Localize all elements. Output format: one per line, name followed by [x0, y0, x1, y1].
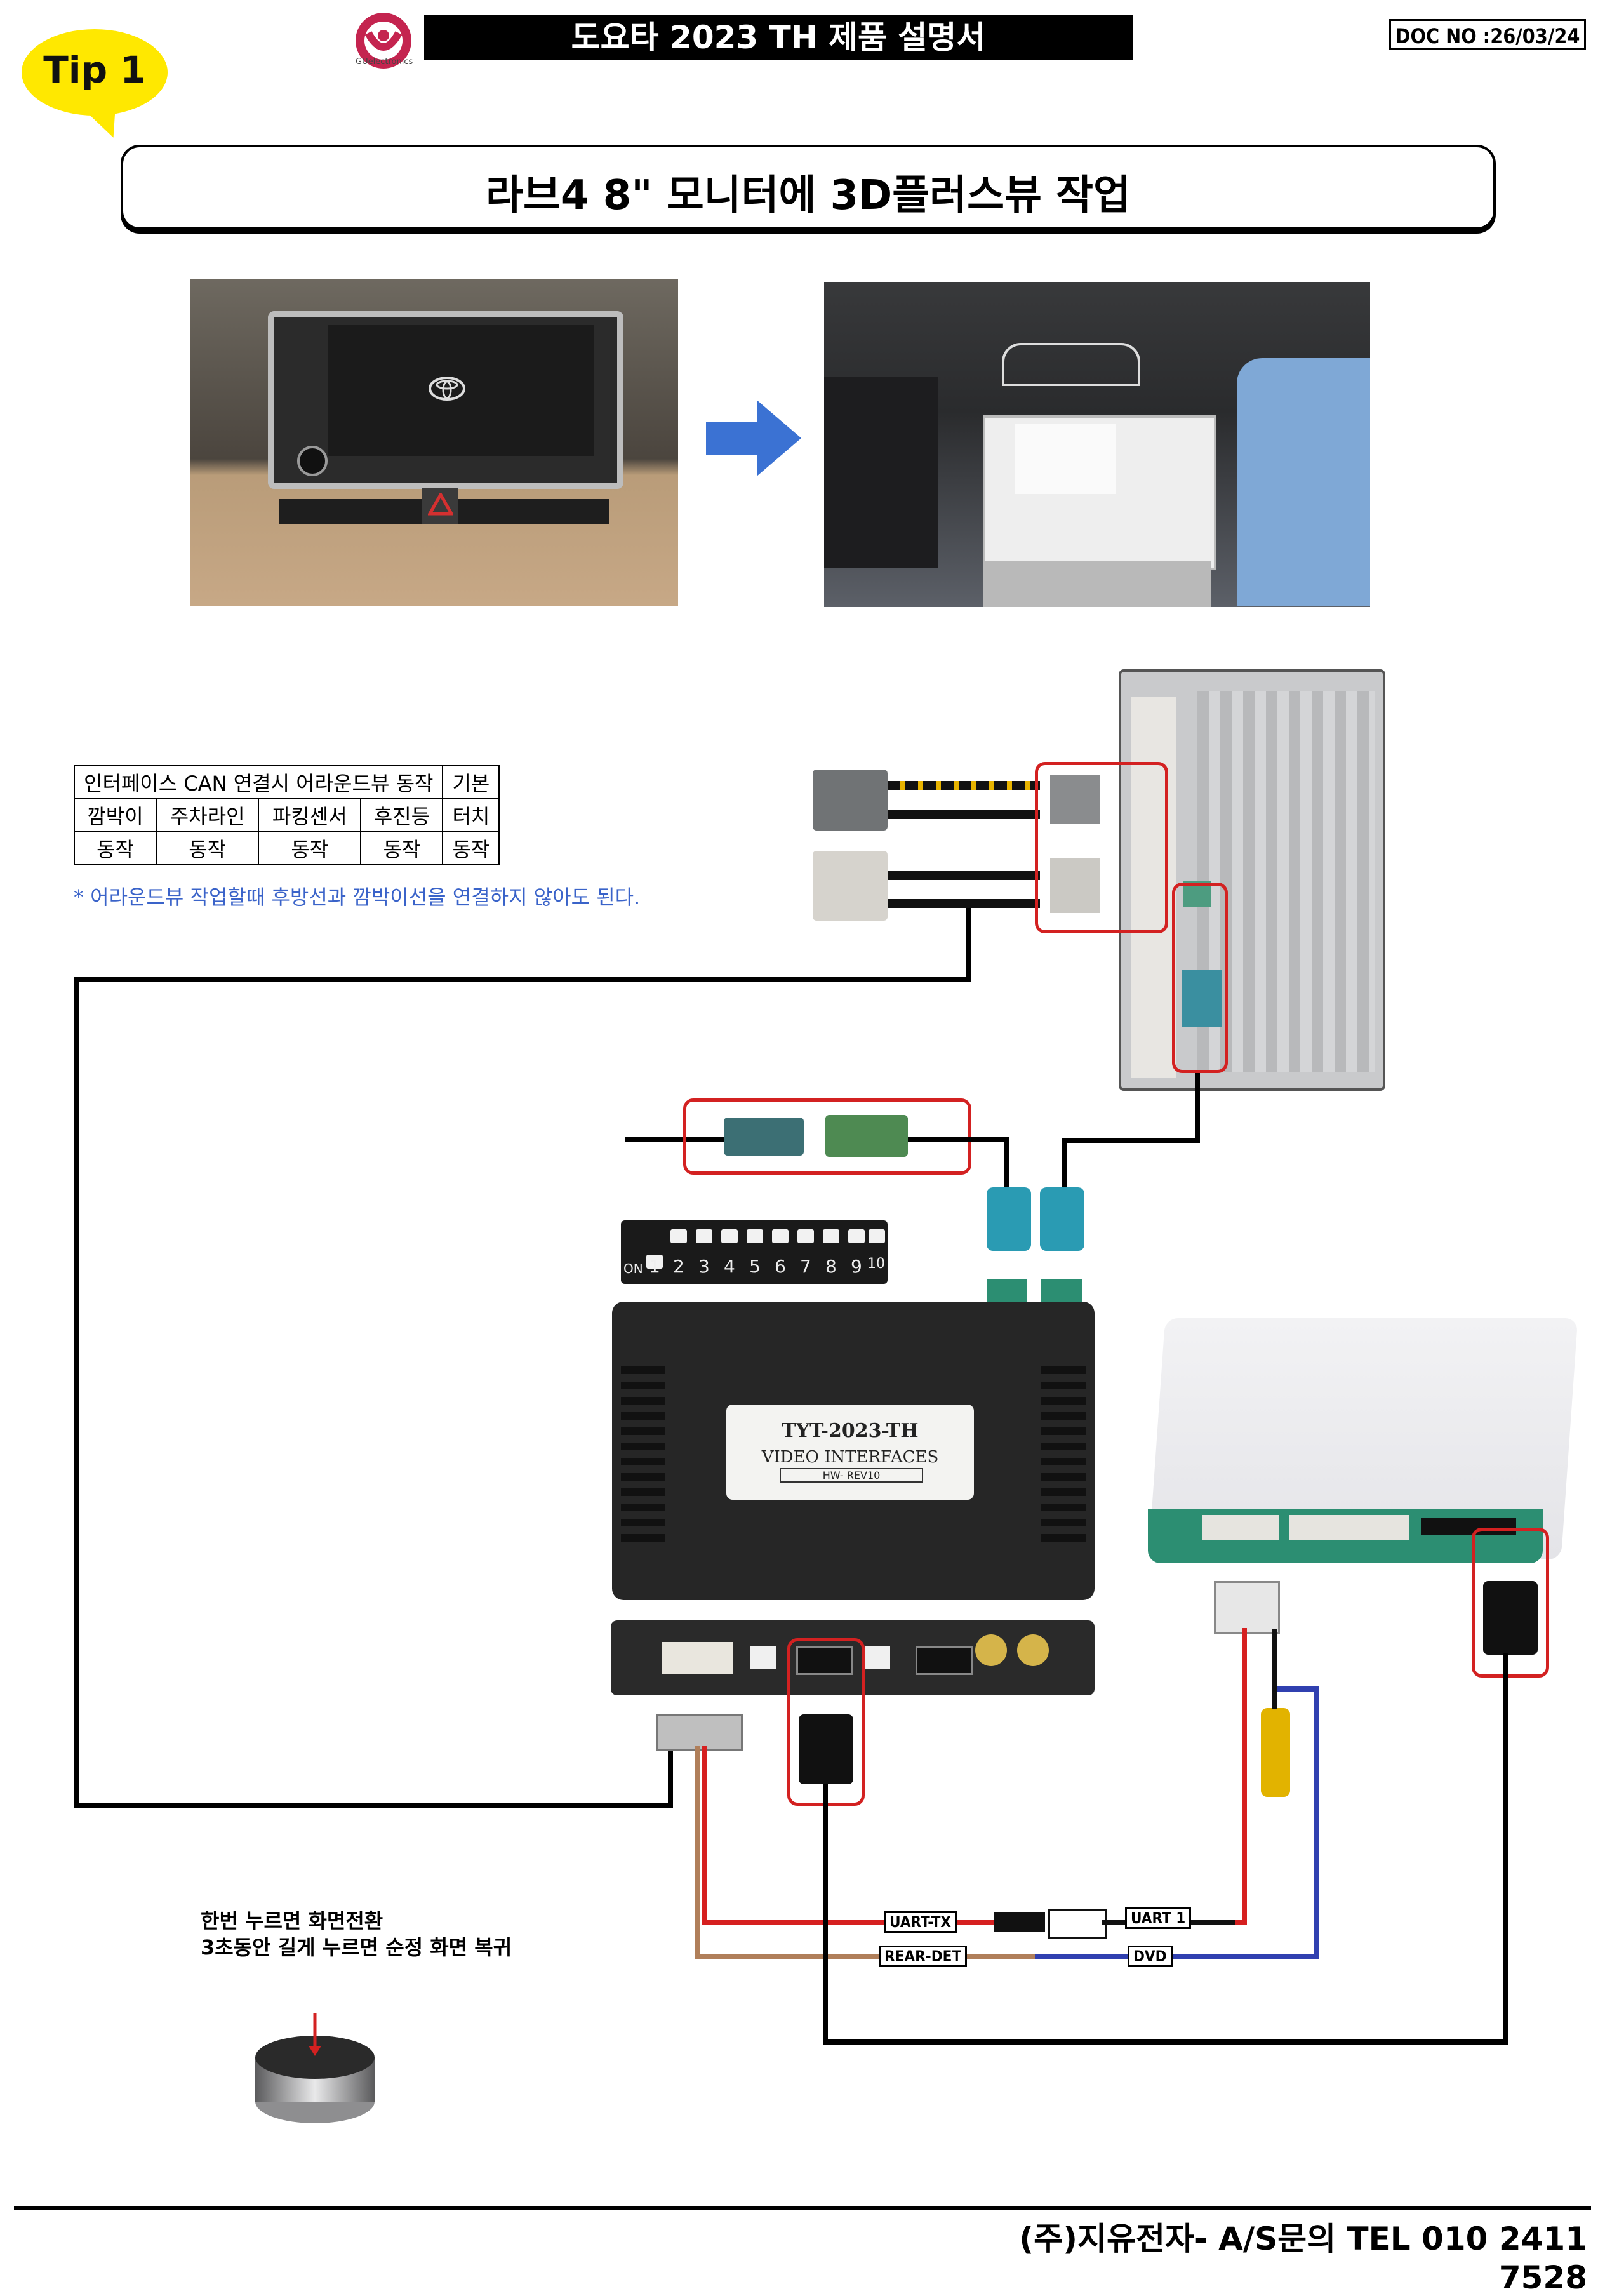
table-cell: 동작: [442, 831, 500, 865]
push-button-icon[interactable]: [251, 2013, 378, 2127]
camera-module-ports: [1148, 1509, 1543, 1563]
button-instruction-line1: 한번 누르면 화면전환: [201, 1909, 383, 1933]
button-instruction-line2: 3초동안 길게 누르면 순정 화면 복귀: [201, 1935, 512, 1959]
harness-plug-gray: [813, 770, 888, 831]
interface-revision: HW- REV10: [780, 1468, 923, 1483]
uart-plug-right: [1048, 1909, 1107, 1939]
dip-on-label: ON: [623, 1261, 643, 1276]
interface-model: TYT-2023-TH: [782, 1420, 919, 1442]
table-cell: 동작: [156, 831, 260, 865]
uart-plug-left: [994, 1912, 1045, 1932]
label-uart-tx: UART-TX: [884, 1911, 957, 1933]
footer-contact: (주)지유전자- A/S문의 TEL 010 2411 7528: [1019, 2220, 1587, 2296]
button-instructions: 한번 누르면 화면전환 3초동안 길게 누르면 순정 화면 복귀: [201, 1907, 512, 1961]
fakra-connector-2: [1040, 1187, 1084, 1251]
arrow-right-icon: [706, 400, 801, 476]
label-uart-1: UART 1: [1125, 1907, 1192, 1929]
table-cell: 동작: [73, 831, 157, 865]
table-cell: 동작: [258, 831, 362, 865]
highlight-lvds: [1172, 883, 1228, 1073]
interface-ports-panel: [611, 1620, 1095, 1695]
hdmi-plug: [799, 1714, 853, 1784]
subtitle-frame: [121, 145, 1496, 230]
doc-number: DOC NO :26/03/24: [1389, 19, 1586, 50]
tip-label: Tip 1: [43, 48, 146, 91]
feature-table: 인터페이스 CAN 연결시 어라운드뷰 동작 기본 깜박이 주차라인 파킹센서 …: [73, 765, 500, 865]
label-dvd: DVD: [1128, 1946, 1173, 1967]
table-header-basic: 기본: [442, 765, 500, 799]
fakra-connector-1: [987, 1187, 1031, 1251]
table-cell: 깜박이: [73, 798, 157, 832]
document-title: 도요타 2023 TH 제품 설명서: [424, 15, 1133, 60]
toyota-logo-icon: [429, 377, 465, 401]
hdmi-plug-right: [1483, 1581, 1538, 1655]
interface-type: VIDEO INTERFACES: [761, 1448, 939, 1467]
footer-divider: [14, 2206, 1591, 2210]
head-unit-photo: [824, 282, 1370, 607]
rca-plug: [1261, 1708, 1290, 1797]
table-header-can: 인터페이스 CAN 연결시 어라운드뷰 동작: [73, 765, 444, 799]
highlight-hdmi-in: [1472, 1528, 1549, 1678]
interface-label-plate: [726, 1405, 974, 1500]
highlight-harness: [1035, 762, 1168, 933]
table-cell: 터치: [442, 798, 500, 832]
label-rear-det: REAR-DET: [879, 1946, 968, 1967]
page-subtitle: 라브4 8" 모니터에 3D플러스뷰 작업: [486, 172, 1131, 219]
hazard-icon: [428, 493, 453, 516]
power-connector: [656, 1714, 743, 1751]
logo-caption: GUelectronics: [356, 57, 413, 67]
table-cell: 후진등: [360, 798, 444, 832]
dip-switch[interactable]: ON 1 2 3 4 5 6 7 8 9 10: [621, 1220, 888, 1284]
wiring-note: * 어라운드뷰 작업할때 후방선과 깜박이선을 연결하지 않아도 된다.: [74, 885, 641, 909]
company-logo-icon: [356, 13, 411, 69]
oem-head-unit-rear: [1119, 669, 1385, 1091]
table-cell: 주차라인: [156, 798, 260, 832]
table-cell: 동작: [360, 831, 444, 865]
dashboard-photo: [190, 279, 678, 606]
tip-bubble: [22, 29, 168, 116]
table-cell: 파킹센서: [258, 798, 362, 832]
uart-connector: [1214, 1581, 1280, 1634]
harness-plug-white: [813, 851, 888, 921]
video-interface-box: [612, 1302, 1095, 1600]
